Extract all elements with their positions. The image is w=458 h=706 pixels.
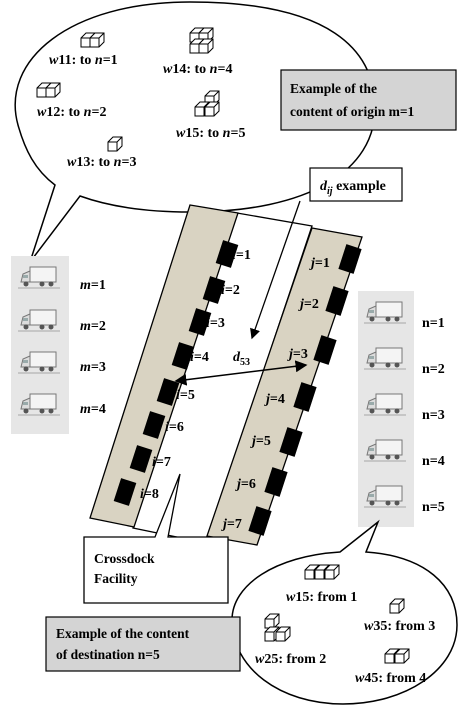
w45-box-icon xyxy=(384,648,410,664)
destination-label-2: n=2 xyxy=(422,362,445,377)
origin-content-bubble xyxy=(14,1,376,263)
origin-label-3: m=3 xyxy=(80,360,106,375)
destination-labels: n=1 n=2 n=3 n=4 n=5 xyxy=(422,316,445,515)
crossdock-label-line2: Facility xyxy=(94,571,138,586)
origin-item-w11: w11: to n=1 xyxy=(49,53,118,68)
dij-example-label: dij example xyxy=(320,179,386,197)
dest-caption-line1: Example of the content xyxy=(56,626,190,641)
dest-item-w15: w15: from 1 xyxy=(286,590,357,605)
outbound-label-1: j=1 xyxy=(309,256,330,271)
dest-item-w25: w25: from 2 xyxy=(255,652,326,667)
destination-caption-box: Example of the content of destination n=… xyxy=(45,616,241,672)
outbound-doors xyxy=(248,244,362,536)
dij-pointer-arrow xyxy=(250,200,301,340)
inbound-door-8 xyxy=(113,478,137,506)
origin-labels: m=1 m=2 m=3 m=4 xyxy=(80,278,106,417)
origin-caption-line1: Example of the xyxy=(290,81,377,96)
outbound-door-2 xyxy=(325,286,349,316)
inbound-label-5: i=5 xyxy=(176,388,195,403)
outbound-door-1 xyxy=(338,244,362,274)
origin-caption-box: Example of the content of origin m=1 xyxy=(280,69,457,131)
origin-item-w13: w13: to n=3 xyxy=(67,155,136,170)
outbound-label-4: j=4 xyxy=(264,392,285,407)
destination-label-3: n=3 xyxy=(422,408,445,423)
inbound-door-5 xyxy=(156,378,180,406)
inbound-door-1 xyxy=(215,240,239,268)
destination-trucks-panel xyxy=(358,291,414,527)
outbound-door-labels: j=1 j=2 j=3 j=4 j=5 j=6 j=7 xyxy=(221,256,330,532)
outbound-door-7 xyxy=(248,506,272,536)
inbound-label-1: i=1 xyxy=(232,248,251,263)
crossdock-callout: Crossdock Facility xyxy=(83,473,229,604)
w11-box-icon xyxy=(80,32,105,48)
d53-distance-arrow xyxy=(174,360,308,386)
inbound-door-2 xyxy=(202,276,226,304)
origin-item-w15: w15: to n=5 xyxy=(176,126,245,141)
crossdock-label-line1: Crossdock xyxy=(94,551,155,566)
inbound-dock-strip xyxy=(89,204,239,528)
origin-label-4: m=4 xyxy=(80,402,106,417)
dest-caption-line2: of destination n=5 xyxy=(56,647,160,662)
inbound-label-4: i=4 xyxy=(190,350,209,365)
origin-trucks-panel xyxy=(11,256,69,434)
destination-label-1: n=1 xyxy=(422,316,445,331)
outbound-door-3 xyxy=(313,335,337,365)
outbound-door-6 xyxy=(264,467,288,497)
origin-item-w14: w14: to n=4 xyxy=(163,62,232,77)
dij-example-box: dij example xyxy=(309,167,403,202)
dest-item-w35: w35: from 3 xyxy=(364,619,435,634)
dest-item-w45: w45: from 4 xyxy=(355,671,426,686)
inbound-label-3: i=3 xyxy=(206,316,225,331)
outbound-label-3: j=3 xyxy=(287,347,308,362)
w15-box-icon xyxy=(304,564,340,580)
d53-label: d53 xyxy=(233,350,250,368)
outbound-label-5: j=5 xyxy=(250,434,271,449)
outbound-dock-strip xyxy=(206,227,363,546)
origin-label-1: m=1 xyxy=(80,278,106,293)
inbound-label-2: i=2 xyxy=(221,283,240,298)
outbound-door-4 xyxy=(293,382,317,412)
origin-label-2: m=2 xyxy=(80,319,106,334)
w14-box-icon xyxy=(189,27,214,54)
outbound-label-6: j=6 xyxy=(235,477,256,492)
inbound-label-8: i=8 xyxy=(140,487,159,502)
destination-label-5: n=5 xyxy=(422,500,445,515)
inbound-door-6 xyxy=(142,411,166,439)
origin-caption-line2: content of origin m=1 xyxy=(290,104,415,119)
w12-box-icon xyxy=(36,82,61,98)
inbound-door-labels: i=1 i=2 i=3 i=4 i=5 i=6 i=7 i=8 xyxy=(140,248,251,502)
inbound-label-6: i=6 xyxy=(165,420,184,435)
destination-label-4: n=4 xyxy=(422,454,445,469)
origin-item-w12: w12: to n=2 xyxy=(37,105,106,120)
inbound-door-7 xyxy=(129,445,153,473)
inbound-door-3 xyxy=(188,308,212,336)
inbound-label-7: i=7 xyxy=(152,455,171,470)
outbound-label-2: j=2 xyxy=(298,297,319,312)
destination-items: w15: from 1 w35: from 3 w25: from 2 w45:… xyxy=(255,590,435,686)
outbound-label-7: j=7 xyxy=(221,517,242,532)
d53-arrows: d53 xyxy=(174,200,308,386)
outbound-door-5 xyxy=(279,427,303,457)
